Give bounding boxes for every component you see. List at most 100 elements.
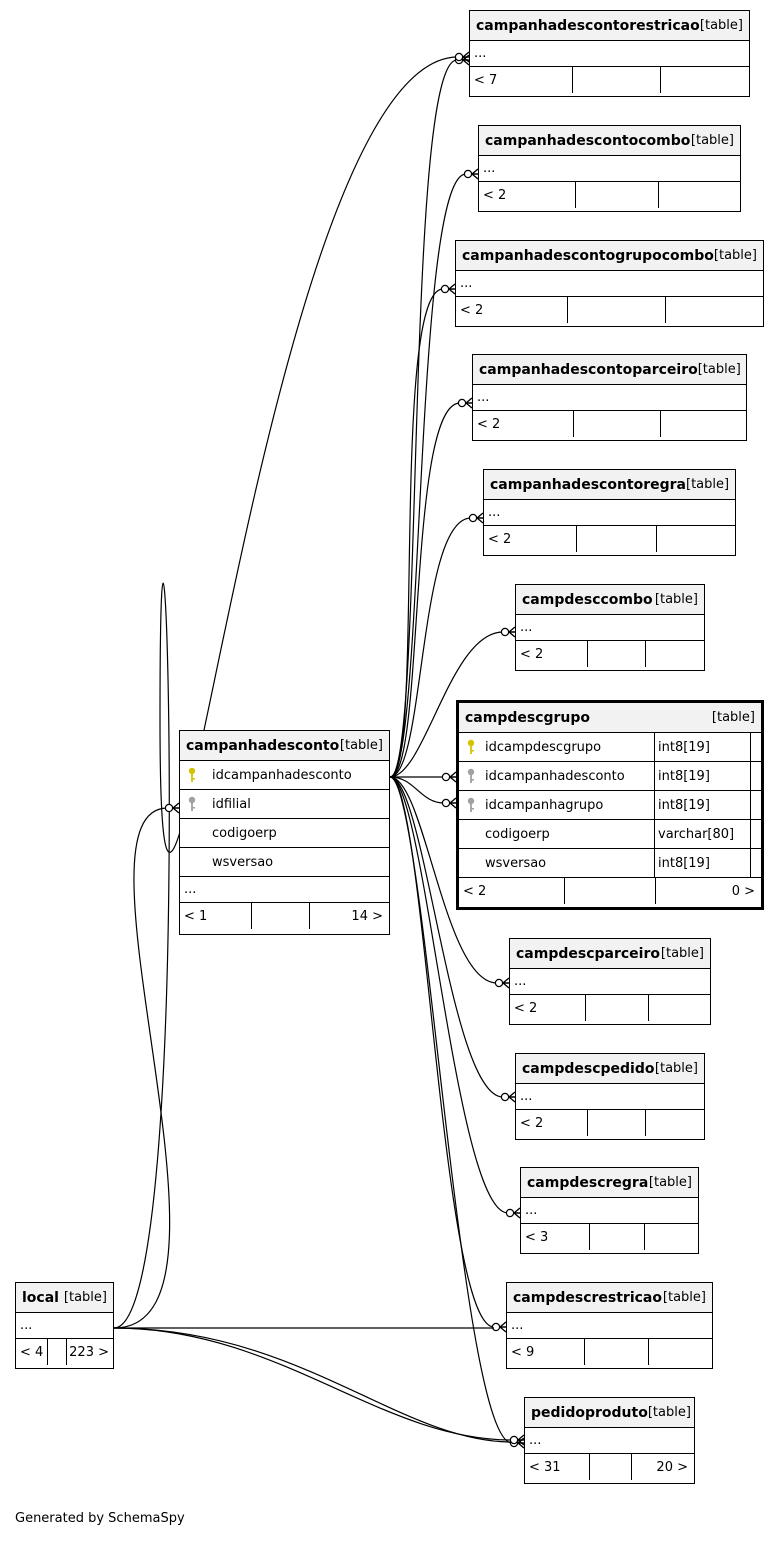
- parents-count: < 2: [473, 411, 574, 437]
- children-count: [661, 411, 746, 437]
- column-name: wsversao: [485, 855, 547, 871]
- column-row: codigoerp: [180, 819, 389, 848]
- optional-marker: [454, 52, 464, 62]
- children-count: [666, 297, 763, 323]
- ellipsis-row: ...: [521, 1198, 698, 1224]
- relationship-edge: [113, 1327, 513, 1443]
- rows-count: [585, 1339, 649, 1365]
- table-campdescpedido[interactable]: campdescpedido[table] ... < 2: [515, 1053, 705, 1140]
- crowfoot-marker: [517, 1434, 525, 1446]
- column-name: idfilial: [212, 796, 251, 812]
- children-count: [646, 641, 704, 667]
- rows-count: [574, 411, 661, 437]
- crowfoot-marker: [513, 1207, 521, 1219]
- relationship-edge: [389, 402, 461, 778]
- table-kind: [table]: [660, 946, 704, 961]
- relationship-edge: [389, 776, 498, 984]
- ellipsis-row: ...: [525, 1428, 694, 1454]
- ellipsis-row: ...: [484, 500, 735, 526]
- optional-marker: [500, 1092, 510, 1102]
- table-footer: < 2: [516, 641, 704, 667]
- table-name: campanhadescontorestricao: [476, 17, 700, 34]
- rows-count: [577, 526, 657, 552]
- optional-marker: [440, 284, 450, 294]
- parents-count: < 3: [521, 1224, 590, 1250]
- optional-marker: [463, 169, 473, 179]
- optional-marker: [441, 798, 451, 808]
- table-campanhadesconto[interactable]: campanhadesconto[table] idcampanhadescon…: [179, 730, 390, 935]
- optional-marker: [491, 1322, 501, 1332]
- children-count: 0 >: [731, 883, 755, 899]
- ellipsis-row: ...: [516, 1084, 704, 1110]
- table-footer: < 2: [479, 182, 740, 208]
- children-count: [646, 1110, 704, 1136]
- table-name: campanhadescontocombo: [485, 132, 691, 149]
- table-campanhadescontoregra[interactable]: campanhadescontoregra[table] ... < 2: [483, 469, 736, 556]
- primary-key-icon: [188, 767, 196, 782]
- crowfoot-marker: [172, 802, 180, 814]
- relationship-edge: [389, 776, 504, 1098]
- table-footer: < 2: [456, 297, 763, 323]
- table-kind: [table]: [648, 1175, 692, 1190]
- crowfoot-marker: [465, 397, 473, 409]
- column-type: int8[19]: [654, 791, 750, 819]
- column-name: codigoerp: [485, 826, 550, 842]
- column-row: idcampanhadesconto: [180, 761, 389, 790]
- crowfoot-marker: [502, 977, 510, 989]
- foreign-key-icon: [467, 797, 475, 812]
- crowfoot-marker: [449, 797, 457, 809]
- table-name: campanhadesconto: [186, 737, 340, 754]
- table-campdesccombo[interactable]: campdesccombo[table] ... < 2: [515, 584, 705, 671]
- table-campanhadescontoparceiro[interactable]: campanhadescontoparceiro[table] ... < 2: [472, 354, 747, 441]
- optional-marker: [500, 627, 510, 637]
- table-name: campdescgrupo: [465, 709, 591, 726]
- parents-count: < 2: [479, 182, 576, 208]
- table-name: campdescparceiro: [516, 945, 660, 962]
- table-kind: [table]: [647, 1405, 691, 1420]
- ellipsis-row: ...: [470, 41, 749, 67]
- table-name: pedidoproduto: [531, 1404, 648, 1421]
- children-count: 14 >: [351, 908, 383, 924]
- optional-marker: [457, 398, 467, 408]
- parents-count: < 7: [470, 67, 573, 93]
- table-campdescrestricao[interactable]: campdescrestricao[table] ... < 9: [506, 1282, 713, 1369]
- crowfoot-marker: [449, 771, 457, 783]
- crowfoot-marker: [471, 168, 479, 180]
- table-footer: < 7: [470, 67, 749, 93]
- table-campdescregra[interactable]: campdescregra[table] ... < 3: [520, 1167, 699, 1254]
- table-campanhadescontocombo[interactable]: campanhadescontocombo[table] ... < 2: [478, 125, 741, 212]
- table-footer: < 2: [516, 1110, 704, 1136]
- ellipsis-row: ...: [510, 969, 710, 995]
- table-kind: [table]: [654, 1061, 698, 1076]
- column-name: codigoerp: [212, 825, 277, 841]
- table-campanhadescontogrupocombo[interactable]: campanhadescontogrupocombo[table] ... < …: [455, 240, 764, 327]
- table-kind: [table]: [339, 738, 383, 753]
- table-kind: [table]: [699, 18, 743, 33]
- table-footer: < 2: [473, 411, 746, 437]
- column-name: idcampanhadesconto: [485, 768, 625, 784]
- table-name: campanhadescontogrupocombo: [462, 247, 714, 264]
- table-campdescparceiro[interactable]: campdescparceiro[table] ... < 2: [509, 938, 711, 1025]
- rows-count: [588, 1110, 646, 1136]
- foreign-key-icon: [467, 768, 475, 783]
- parents-count: < 9: [507, 1339, 585, 1365]
- crowfoot-marker: [508, 1091, 516, 1103]
- rows-count: [588, 641, 646, 667]
- crowfoot-marker: [476, 512, 484, 524]
- column-type: int8[19]: [654, 733, 750, 761]
- parents-count: < 2: [516, 1110, 588, 1136]
- ellipsis-row: ...: [180, 877, 389, 903]
- crowfoot-marker: [499, 1321, 507, 1333]
- table-campanhadescontorestricao[interactable]: campanhadescontorestricao[table] ... < 7: [469, 10, 750, 97]
- ellipsis-row: ...: [473, 385, 746, 411]
- table-footer: < 2: [510, 995, 710, 1021]
- parents-count: < 31: [525, 1454, 590, 1480]
- table-kind: [table]: [711, 710, 755, 725]
- relationship-edge: [389, 59, 458, 778]
- children-count: 223 >: [69, 1344, 109, 1360]
